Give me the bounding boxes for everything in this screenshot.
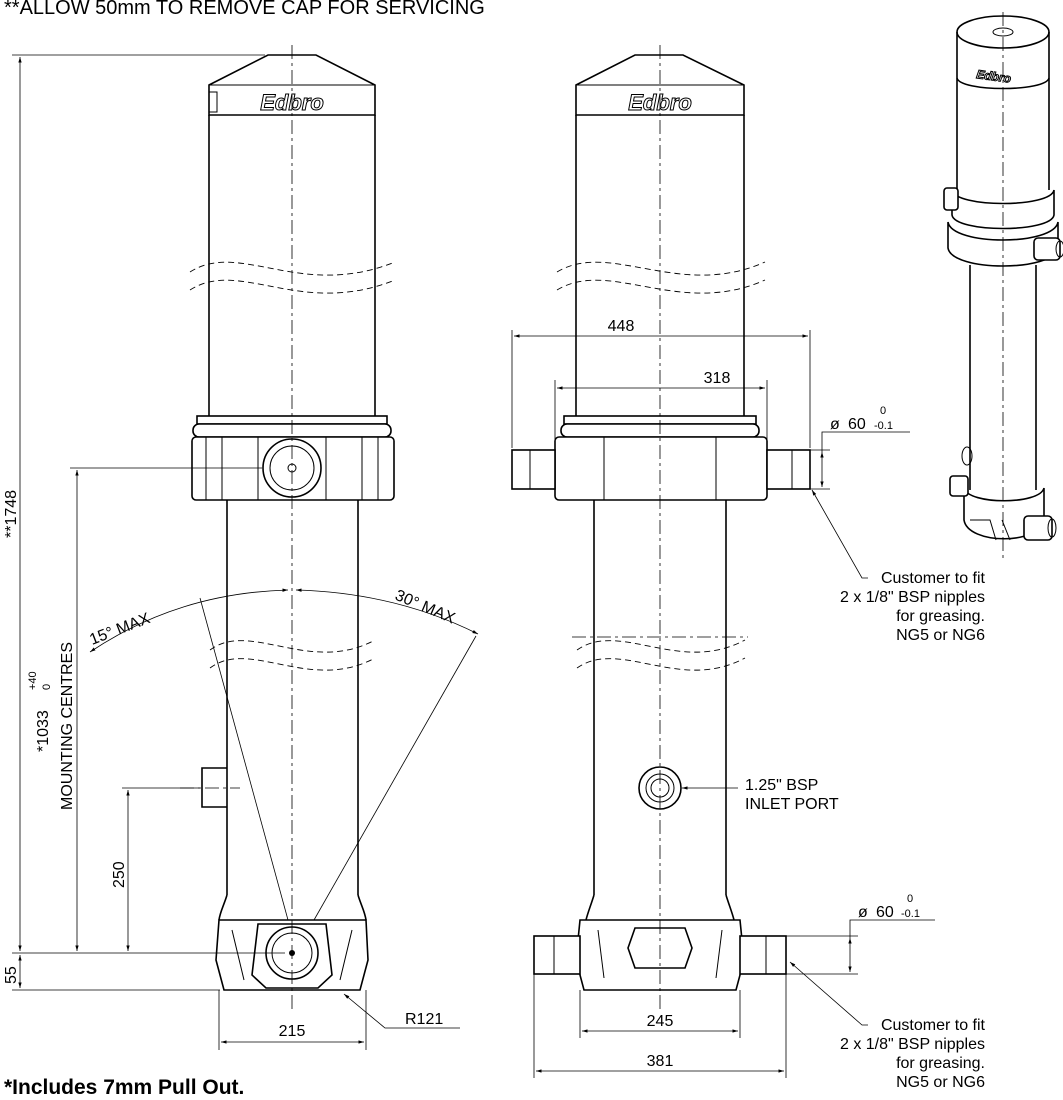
front-base-245: 245 [647,1013,674,1030]
trunnion-tol-top-upper: 0 [880,405,886,417]
side-base-width: 215 [279,1023,306,1040]
front-width-448: 448 [608,318,635,335]
mounting-centres-label: MOUNTING CENTRES [59,642,76,810]
greasing-callout-bottom: Customer to fit 2 x 1/8" BSP nipples for… [840,1017,986,1091]
front-width-318: 318 [704,370,731,387]
front-base-381: 381 [647,1053,674,1070]
svg-text:Customer to fit: Customer to fit [881,1017,986,1034]
trunnion-dia-top: 60 [848,416,866,433]
iso-logo: Edbro [976,67,1012,86]
overall-height: **1748 [3,490,20,538]
isometric-view: Edbro [943,12,1063,560]
radius-label: R121 [405,1011,443,1028]
svg-text:NG5 or NG6: NG5 or NG6 [896,627,985,644]
mounting-centres-value: *1033 [35,710,52,752]
svg-text:2 x 1/8" BSP nipples: 2 x 1/8" BSP nipples [840,589,985,606]
front-trunnion-pin-right [766,449,811,490]
inlet-label-2: INLET PORT [745,796,839,813]
front-trunnion-pin-left [511,449,556,490]
trunnion-tol-bottom-lower: -0.1 [901,908,920,920]
trunnion-dia-symbol-top: ø [830,416,840,433]
svg-text:2 x 1/8" BSP nipples: 2 x 1/8" BSP nipples [840,1036,985,1053]
angle-left-label: 15° MAX [87,610,153,649]
inlet-label-1: 1.25" BSP [745,777,818,794]
svg-text:for greasing.: for greasing. [896,608,985,625]
mounting-tol-lower: 0 [41,684,53,690]
svg-text:for greasing.: for greasing. [896,1055,985,1072]
mounting-tol-upper: +40 [27,671,39,690]
angle-right-label: 30° MAX [392,587,457,628]
greasing-callout-top: Customer to fit 2 x 1/8" BSP nipples for… [840,570,986,644]
port-height: 250 [111,861,128,888]
trunnion-tol-top-lower: -0.1 [874,420,893,432]
bottom-offset: 55 [3,966,20,984]
trunnion-dia-bottom: 60 [876,904,894,921]
svg-text:Customer to fit: Customer to fit [881,570,986,587]
front-view: Edbro 448 [511,45,935,1078]
front-trunnion-block [554,436,768,501]
pull-out-note: *Includes 7mm Pull Out. [4,1076,245,1099]
trunnion-dia-symbol-bottom: ø [858,904,868,921]
side-view: Edbro [3,45,479,1050]
svg-text:NG5 or NG6: NG5 or NG6 [896,1074,985,1091]
servicing-note: **ALLOW 50mm TO REMOVE CAP FOR SERVICING [4,0,485,19]
trunnion-tol-bottom-upper: 0 [907,893,913,905]
